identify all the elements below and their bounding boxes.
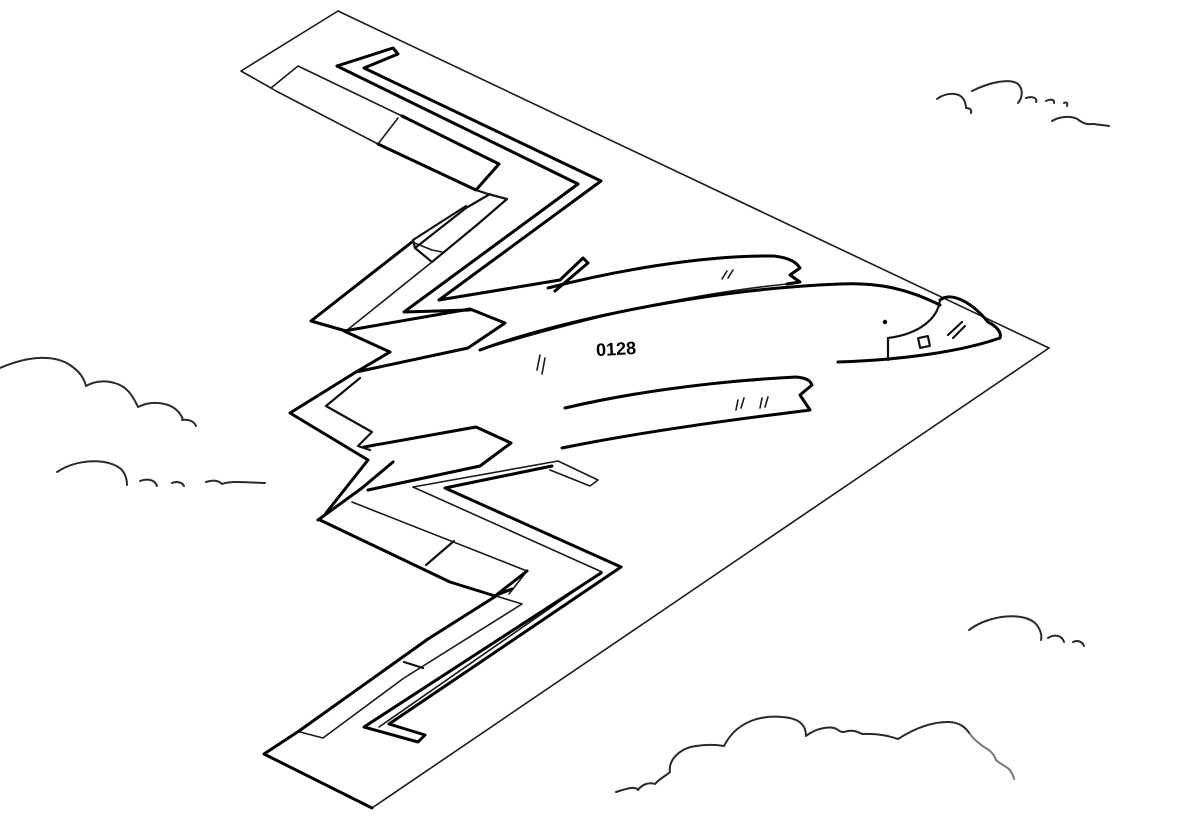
sensor-dot-icon xyxy=(882,319,888,325)
tail-number-label: 0128 xyxy=(596,338,637,360)
cloud-bottom-right xyxy=(615,715,1015,793)
leading-edge-lower xyxy=(371,347,1050,809)
cockpit-window-icon xyxy=(916,334,932,350)
leading-edge-upper xyxy=(337,10,1050,349)
stealth-bomber: 0128 xyxy=(240,10,1050,810)
cloud-left-small xyxy=(56,460,266,487)
cloud-mid-right xyxy=(968,615,1085,647)
cloud-top-right xyxy=(936,80,1110,127)
cloud-left-large xyxy=(0,356,197,427)
